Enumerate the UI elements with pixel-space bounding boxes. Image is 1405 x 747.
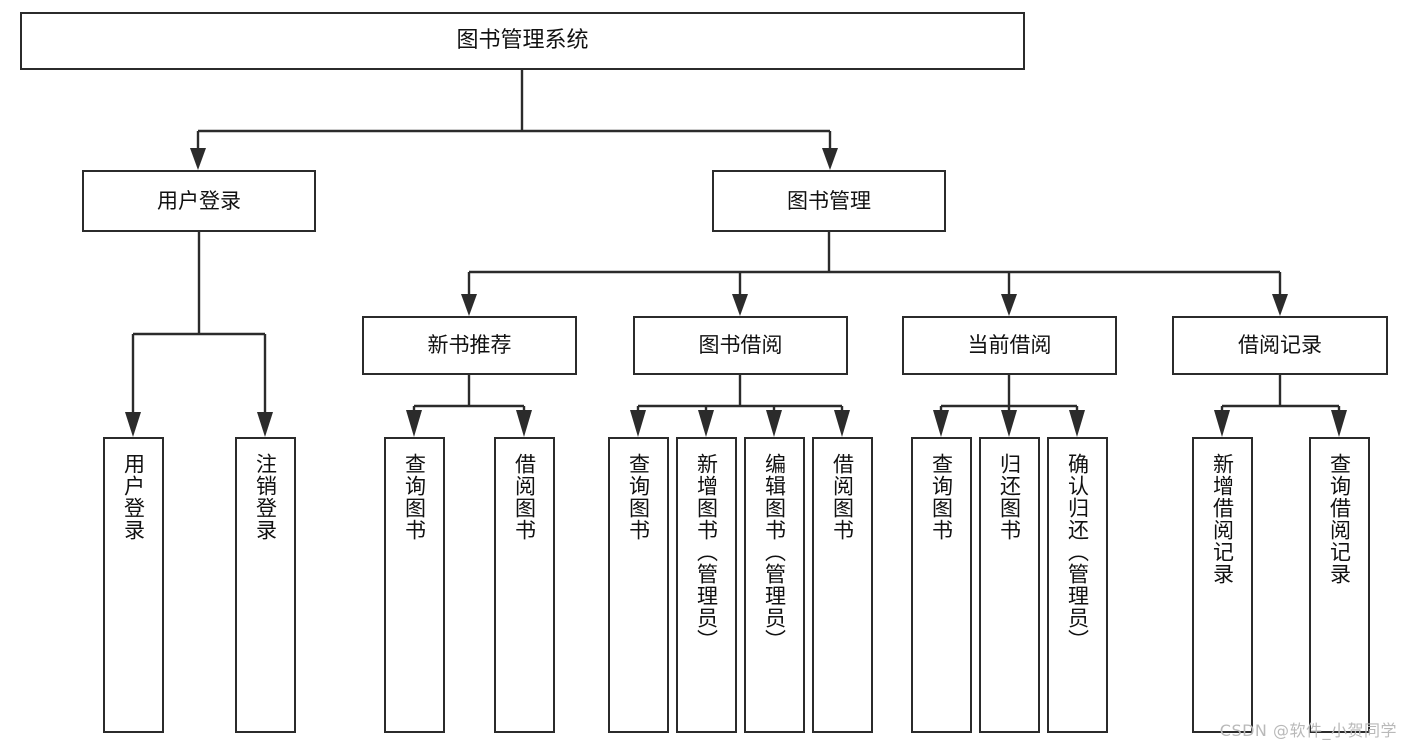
arrow-g2-leaf-3 <box>766 410 782 437</box>
leaf-book-borrow-edit-label: 编辑图书（管理员） <box>762 453 787 651</box>
leaf-book-borrow-add[interactable]: 新增图书（管理员） <box>676 437 737 733</box>
leaf-current-borrow-query[interactable]: 查询图书 <box>911 437 972 733</box>
leaf-current-borrow-confirm[interactable]: 确认归还（管理员） <box>1047 437 1108 733</box>
leaf-current-borrow-confirm-label: 确认归还（管理员） <box>1065 453 1090 651</box>
arrow-g1-leaf-1 <box>406 410 422 437</box>
node-book-borrow-label: 图书借阅 <box>698 333 783 358</box>
arrow-g1-leaf-2 <box>516 410 532 437</box>
arrow-bookmgmt-g3 <box>1001 294 1017 316</box>
arrow-g3-leaf-1 <box>933 410 949 437</box>
leaf-book-borrow-query-label: 查询图书 <box>626 453 651 541</box>
leaf-borrow-record-add[interactable]: 新增借阅记录 <box>1192 437 1253 733</box>
node-current-borrow[interactable]: 当前借阅 <box>902 316 1117 375</box>
node-book-management[interactable]: 图书管理 <box>712 170 946 232</box>
leaf-book-borrow-borrow[interactable]: 借阅图书 <box>812 437 873 733</box>
arrow-g4-leaf-2 <box>1331 410 1347 437</box>
node-root-library-system[interactable]: 图书管理系统 <box>20 12 1025 70</box>
node-user-login[interactable]: 用户登录 <box>82 170 316 232</box>
arrow-g2-leaf-4 <box>834 410 850 437</box>
arrow-bookmgmt-g4 <box>1272 294 1288 316</box>
leaf-user-login-logout-label: 注销登录 <box>253 453 278 541</box>
leaf-user-login-login[interactable]: 用户登录 <box>103 437 164 733</box>
leaf-current-borrow-return-label: 归还图书 <box>997 453 1022 541</box>
arrow-root-to-userlogin <box>190 148 206 170</box>
node-borrow-record[interactable]: 借阅记录 <box>1172 316 1388 375</box>
node-root-label: 图书管理系统 <box>456 28 589 54</box>
csdn-watermark: CSDN @软件_小贺同学 <box>1219 721 1397 740</box>
leaf-current-borrow-return[interactable]: 归还图书 <box>979 437 1040 733</box>
arrow-userlogin-leaf-2 <box>257 412 273 437</box>
leaf-book-borrow-query[interactable]: 查询图书 <box>608 437 669 733</box>
arrow-root-to-bookmgmt <box>822 148 838 170</box>
arrow-userlogin-leaf-1 <box>125 412 141 437</box>
node-new-book-recommend-label: 新书推荐 <box>427 333 512 358</box>
node-current-borrow-label: 当前借阅 <box>967 333 1052 358</box>
leaf-new-book-query-label: 查询图书 <box>402 453 427 541</box>
leaf-new-book-borrow-label: 借阅图书 <box>512 453 537 541</box>
node-borrow-record-label: 借阅记录 <box>1238 333 1322 358</box>
leaf-borrow-record-add-label: 新增借阅记录 <box>1210 453 1235 585</box>
node-user-login-label: 用户登录 <box>157 188 241 213</box>
arrow-g2-leaf-2 <box>698 410 714 437</box>
arrow-g4-leaf-1 <box>1214 410 1230 437</box>
leaf-borrow-record-query-label: 查询借阅记录 <box>1327 453 1352 585</box>
leaf-new-book-query[interactable]: 查询图书 <box>384 437 445 733</box>
leaf-user-login-logout[interactable]: 注销登录 <box>235 437 296 733</box>
leaf-book-borrow-edit[interactable]: 编辑图书（管理员） <box>744 437 805 733</box>
arrow-g3-leaf-3 <box>1069 410 1085 437</box>
node-book-borrow[interactable]: 图书借阅 <box>633 316 848 375</box>
arrow-bookmgmt-g1 <box>461 294 477 316</box>
arrow-bookmgmt-g2 <box>732 294 748 316</box>
leaf-current-borrow-query-label: 查询图书 <box>929 453 954 541</box>
arrow-g2-leaf-1 <box>630 410 646 437</box>
arrow-g3-leaf-2 <box>1001 410 1017 437</box>
leaf-new-book-borrow[interactable]: 借阅图书 <box>494 437 555 733</box>
leaf-user-login-login-label: 用户登录 <box>121 453 146 541</box>
node-new-book-recommend[interactable]: 新书推荐 <box>362 316 577 375</box>
leaf-borrow-record-query[interactable]: 查询借阅记录 <box>1309 437 1370 733</box>
leaf-book-borrow-borrow-label: 借阅图书 <box>830 453 855 541</box>
node-book-management-label: 图书管理 <box>787 188 871 213</box>
leaf-book-borrow-add-label: 新增图书（管理员） <box>694 453 719 651</box>
